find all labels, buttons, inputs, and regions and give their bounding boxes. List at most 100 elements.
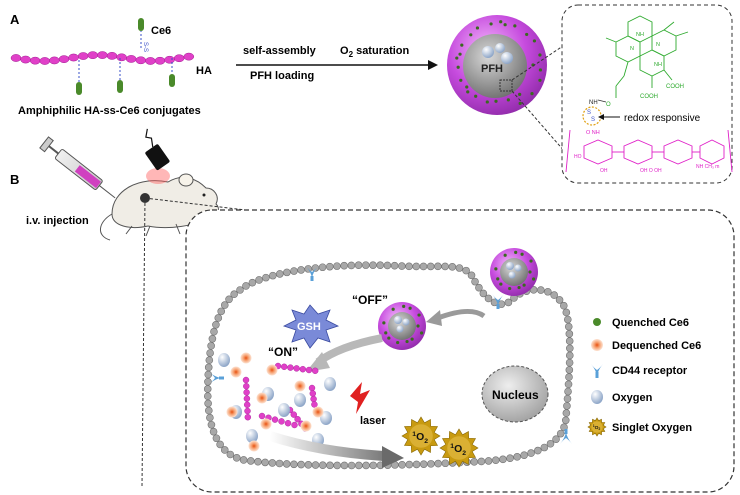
internalization-arrowhead	[426, 310, 442, 326]
membrane-lipid	[565, 373, 573, 381]
membrane-lipid	[434, 262, 442, 271]
released-ha-bead	[305, 366, 313, 374]
singlet-oxygen-label: 1O2	[450, 443, 466, 457]
membrane-lipid	[566, 344, 574, 353]
legend-label-cd44: CD44 receptor	[612, 365, 688, 377]
ha-bead	[164, 55, 175, 64]
pfh-loading-label: PFH loading	[250, 70, 314, 82]
ha-bead	[145, 57, 156, 65]
quenched-ce6-dot	[499, 20, 503, 24]
released-ha-bead	[244, 407, 251, 415]
quenched-ce6-dot	[508, 286, 512, 291]
membrane-lipid	[564, 380, 573, 389]
nucleus-label: Nucleus	[492, 388, 539, 402]
ss-atom-1: S	[587, 110, 591, 116]
oxygen-bubble	[501, 52, 513, 64]
membrane-lipid	[304, 461, 313, 469]
membrane-lipid	[261, 458, 269, 467]
assembly-arrowhead	[428, 60, 438, 70]
ce6-molecule	[169, 74, 175, 87]
membrane-lipid	[297, 266, 305, 274]
ss-bond-label: S-S	[142, 42, 148, 52]
quenched-ce6-dot	[408, 306, 412, 310]
self-assembly-label: self-assembly	[243, 45, 317, 57]
released-ha-bead	[242, 376, 250, 384]
singlet-oxygen-label: 1O2	[593, 424, 601, 431]
quenched-ce6-dot	[520, 252, 524, 256]
membrane-lipid	[354, 261, 363, 270]
membrane-lipid	[544, 287, 552, 296]
membrane-lipid	[236, 286, 244, 294]
membrane-lipid	[552, 435, 560, 443]
released-ha-bead	[278, 418, 285, 425]
membrane-lipid	[534, 446, 542, 455]
singlet-generation-arrow	[268, 431, 385, 461]
membrane-lipid	[318, 263, 327, 272]
ce6-molecule	[76, 82, 82, 95]
cooh-label-1: COOH	[666, 84, 684, 90]
singlet-oxygen-label: 1O2	[412, 431, 428, 445]
oxygen-bubble	[218, 353, 230, 367]
syringe	[39, 136, 116, 199]
membrane-lipid	[412, 262, 421, 271]
ha-bead	[49, 56, 60, 65]
membrane-lipid	[210, 327, 218, 336]
cd44-receptors	[209, 266, 572, 444]
singlet-oxygen-icon: 1O2	[587, 417, 607, 437]
released-ha-bead	[243, 401, 251, 408]
membrane-lipid	[204, 377, 212, 386]
ha-formula-text-3: OH	[600, 168, 608, 174]
released-ha-bead	[299, 366, 306, 373]
ha-bead	[87, 51, 99, 59]
membrane-lipid	[563, 402, 571, 410]
quenched-ce6-icon	[593, 318, 601, 326]
zoom-box	[561, 4, 733, 184]
membrane-lipid	[412, 460, 421, 469]
released-ha-bead	[244, 414, 252, 421]
membrane-lipid	[347, 261, 356, 270]
membrane-lipid	[506, 454, 514, 463]
membrane-lipid	[217, 307, 226, 316]
membrane-lipid	[462, 266, 470, 275]
membrane-lipid	[326, 461, 334, 470]
membrane-lipid	[204, 399, 212, 408]
oxygen-bubble	[495, 43, 505, 53]
o-link-label: O	[606, 102, 611, 108]
ha-formula-text-1: O NH	[586, 130, 600, 136]
membrane-lipid	[555, 296, 564, 304]
ce6-label: Ce6	[151, 25, 171, 37]
quenched-ce6-dot	[538, 78, 542, 82]
membrane-lipid	[540, 443, 549, 452]
ce6-molecule	[138, 18, 144, 31]
membrane-lipid	[565, 337, 574, 345]
released-ha-bead	[287, 364, 294, 371]
membrane-lipid	[537, 286, 545, 294]
legend-label-dequenched: Dequenched Ce6	[612, 340, 701, 352]
legend: Quenched Ce6 Dequenched Ce6 CD44 recepto…	[587, 317, 701, 437]
membrane-lipid	[398, 262, 406, 270]
quenched-ce6-dot	[387, 336, 391, 340]
porphyrin-n-1: N	[656, 42, 660, 48]
dequenched-ce6	[248, 440, 260, 452]
membrane-lipid	[470, 458, 478, 466]
membrane-lipid	[565, 351, 574, 360]
ha-bead	[106, 52, 118, 60]
membrane-lipid	[565, 330, 574, 338]
quenched-ce6-dot	[518, 101, 522, 105]
ha-bead	[39, 57, 51, 65]
ha-bead	[58, 55, 70, 63]
membrane-lipid	[206, 413, 214, 422]
membrane-lipid	[208, 334, 217, 343]
oxygen-icon	[591, 390, 603, 404]
membrane-lipid	[467, 271, 476, 280]
released-ha-bead	[281, 363, 288, 370]
membrane-lipid	[527, 449, 535, 457]
released-ha-bead	[243, 383, 250, 390]
released-ha-bead	[291, 421, 298, 429]
membrane-lipid	[214, 314, 223, 322]
membrane-lipid	[369, 261, 377, 269]
oxygen-bubble	[482, 46, 494, 58]
laser-bolt	[350, 382, 370, 414]
quenched-ce6-dot	[538, 53, 542, 57]
membrane-lipid	[419, 262, 428, 271]
